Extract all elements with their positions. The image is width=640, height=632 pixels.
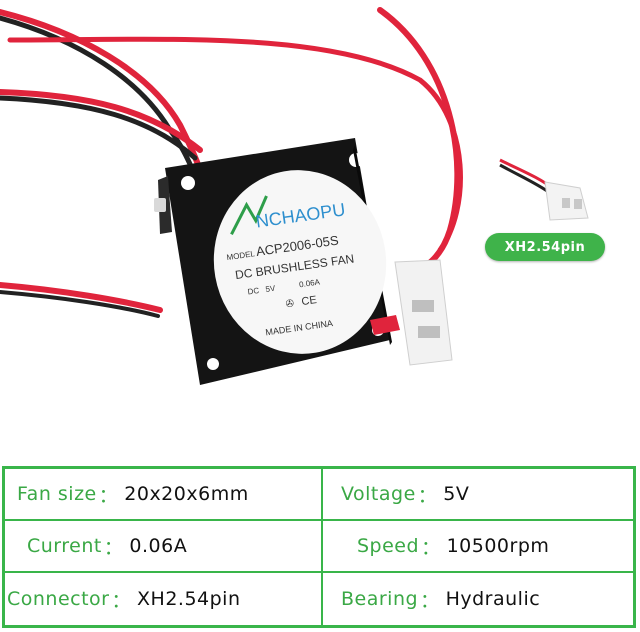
fan-symbol-icon: ✇ bbox=[285, 298, 295, 310]
fan-connector bbox=[370, 259, 453, 366]
spec-table: Fan size：20x20x6mm Voltage：5V Current：0.… bbox=[2, 466, 636, 628]
spec-value: 20x20x6mm bbox=[124, 483, 249, 505]
current-text: 0.06A bbox=[299, 277, 322, 289]
spec-separator: ： bbox=[417, 484, 438, 507]
spec-connector: Connector：XH2.54pin bbox=[5, 573, 323, 625]
ce-mark: CE bbox=[301, 294, 318, 308]
spec-separator: ： bbox=[420, 589, 440, 612]
spec-separator: ： bbox=[421, 536, 441, 559]
dc-text: DC bbox=[247, 286, 260, 297]
spec-separator: ： bbox=[98, 484, 119, 507]
spec-current: Current：0.06A bbox=[5, 521, 323, 573]
spec-fan-size: Fan size：20x20x6mm bbox=[5, 469, 323, 521]
spec-separator: ： bbox=[111, 589, 132, 612]
spec-label: Bearing bbox=[341, 588, 419, 610]
spec-value: 0.06A bbox=[129, 535, 188, 557]
spec-label: Current bbox=[27, 535, 102, 557]
spec-value: Hydraulic bbox=[445, 588, 541, 610]
spec-value: XH2.54pin bbox=[137, 588, 241, 610]
product-photo: NCHAOPU MODEL ACP2006-05S DC BRUSHLESS F… bbox=[0, 7, 589, 385]
spec-voltage: Voltage：5V bbox=[323, 469, 633, 521]
spec-speed: Speed：10500rpm bbox=[323, 521, 633, 573]
volt-text: 5V bbox=[265, 284, 277, 294]
model-prefix: MODEL bbox=[226, 249, 256, 262]
spec-bearing: Bearing：Hydraulic bbox=[323, 573, 633, 625]
spec-label: Fan size bbox=[17, 483, 97, 505]
spec-label: Speed bbox=[357, 535, 420, 557]
connector-thumbnail bbox=[499, 158, 589, 221]
spec-value: 5V bbox=[443, 483, 470, 505]
fan-wires bbox=[0, 7, 463, 318]
connector-badge: XH2.54pin bbox=[485, 233, 605, 261]
spec-label: Connector bbox=[7, 588, 110, 610]
spec-separator: ： bbox=[103, 536, 124, 559]
spec-value: 10500rpm bbox=[446, 535, 550, 557]
spec-label: Voltage bbox=[341, 483, 416, 505]
